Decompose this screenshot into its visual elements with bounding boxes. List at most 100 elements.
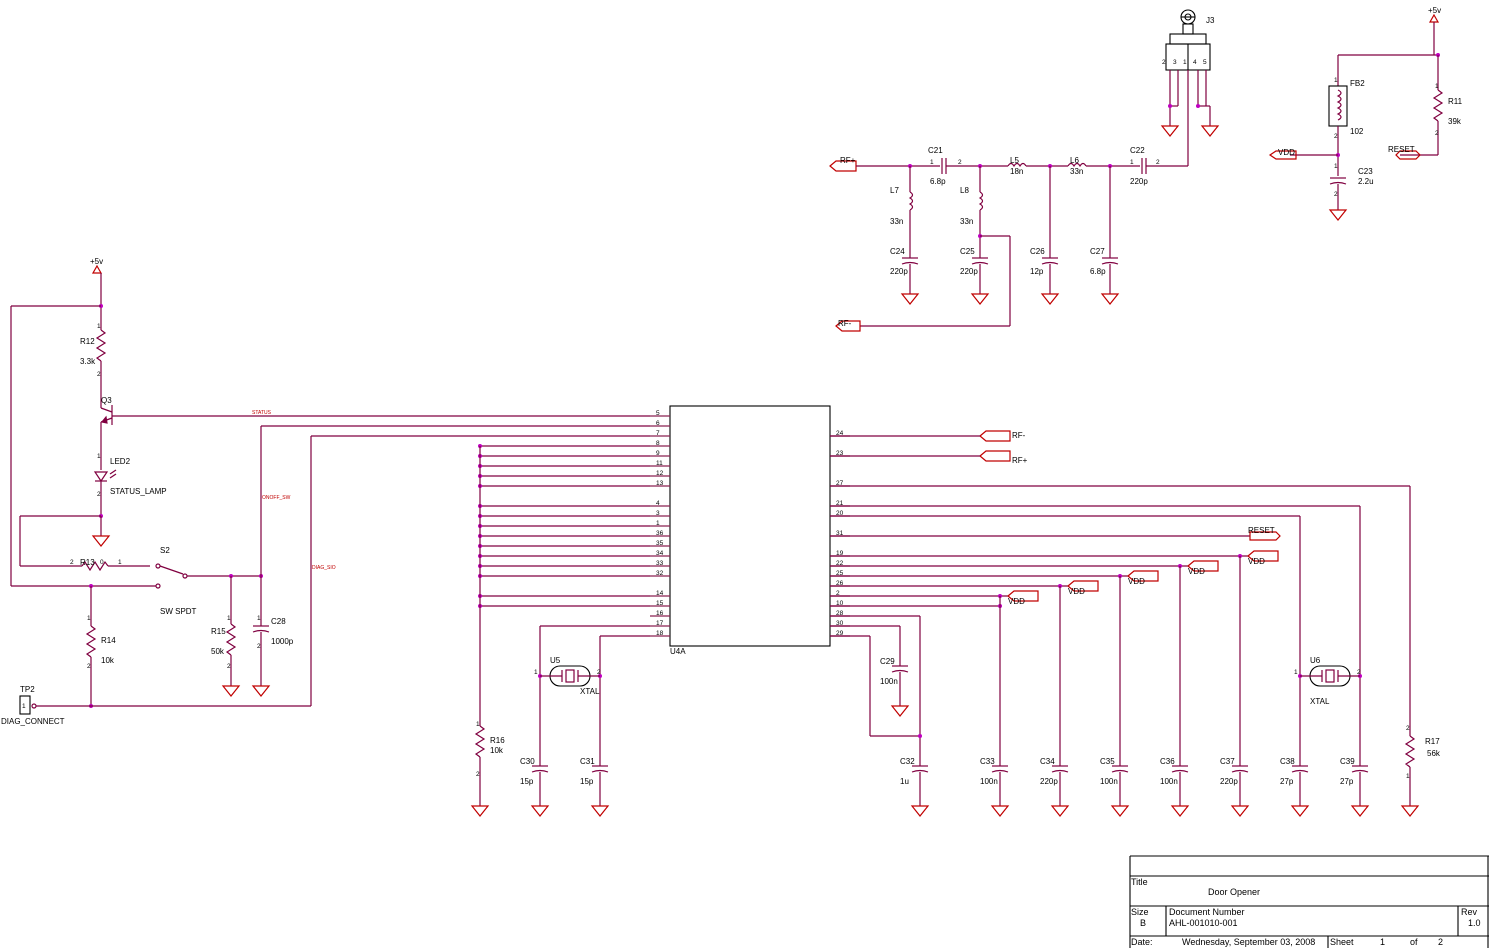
capacitor-value: 220p [1040, 777, 1058, 786]
u4a-pin-label: 7 [656, 430, 660, 437]
r14-ref: R14 [101, 636, 116, 645]
c26-ref: C26 [1030, 247, 1045, 256]
capacitor-value: 15p [520, 777, 534, 786]
r12-ref: R12 [80, 337, 95, 346]
s2-ref: S2 [160, 546, 170, 555]
q3-ref: Q3 [101, 396, 112, 405]
svg-text:2: 2 [97, 491, 101, 498]
svg-text:2: 2 [257, 643, 261, 650]
u4a-pin-label: 15 [656, 600, 664, 607]
net-status: STATUS [252, 410, 272, 416]
u4a-ref: U4A [670, 647, 686, 656]
u4a-pin-label: 31 [836, 530, 844, 537]
reset-flag: RESET [1248, 526, 1275, 535]
svg-text:1: 1 [257, 615, 261, 622]
svg-text:1: 1 [97, 323, 101, 330]
capacitor-ref: C32 [900, 757, 915, 766]
svg-text:+5v: +5v [90, 257, 103, 266]
c23-ref: C23 [1358, 167, 1373, 176]
svg-text:2: 2 [1406, 725, 1410, 732]
capacitor-value: 220p [1220, 777, 1238, 786]
ic-u4a[interactable] [669, 405, 831, 647]
sheet-total: 2 [1438, 937, 1443, 947]
led2-value: STATUS_LAMP [110, 487, 167, 496]
svg-text:2: 2 [958, 159, 962, 166]
svg-text:1: 1 [930, 159, 934, 166]
u6-ref: U6 [1310, 656, 1321, 665]
net-onoff: ONOFF_SW [262, 495, 291, 501]
u4a-pin-label: 29 [836, 630, 844, 637]
r11-value: 39k [1448, 117, 1462, 126]
size-value: B [1140, 918, 1146, 928]
svg-text:2: 2 [1357, 669, 1361, 676]
c29-value: 100n [880, 677, 898, 686]
capacitor-ref: C36 [1160, 757, 1175, 766]
capacitor-c37[interactable]: C37 220p [1220, 757, 1250, 817]
c22-ref: C22 [1130, 146, 1145, 155]
c27-value: 6.8p [1090, 267, 1106, 276]
r15-ref: R15 [211, 627, 226, 636]
connector-j3[interactable]: 2 3 1 4 5 J3 [1162, 9, 1215, 166]
c24-value: 220p [890, 267, 908, 276]
u4a-pin-label: 22 [836, 560, 844, 567]
l5-value: 18n [1010, 167, 1023, 176]
capacitor-c30[interactable]: C30 15p [520, 757, 550, 817]
u4a-pin-label: 35 [656, 540, 664, 547]
r16-value: 10k [490, 746, 504, 755]
capacitor-c34[interactable]: C34 220p [1040, 757, 1070, 817]
svg-text:2: 2 [597, 669, 601, 676]
capacitor-c39[interactable]: C39 27p [1340, 757, 1370, 817]
l7-value: 33n [890, 217, 903, 226]
reset-top-label: RESET [1388, 145, 1415, 154]
vdd-flag-1: VDD [1248, 557, 1265, 566]
fb2-ref: FB2 [1350, 79, 1365, 88]
vdd-top-label: VDD [1278, 148, 1295, 157]
svg-text:5: 5 [1203, 59, 1207, 66]
c26-value: 12p [1030, 267, 1044, 276]
svg-text:2: 2 [87, 663, 91, 670]
capacitor-ref: C34 [1040, 757, 1055, 766]
c29-ref: C29 [880, 657, 895, 666]
date-label: Date: [1131, 937, 1153, 947]
capacitor-ref: C30 [520, 757, 535, 766]
capacitor-ref: C37 [1220, 757, 1235, 766]
j3-label: J3 [1206, 16, 1215, 25]
u4a-pin-label: 28 [836, 610, 844, 617]
capacitor-value: 15p [580, 777, 594, 786]
capacitor-c32[interactable]: C32 1u [900, 757, 930, 817]
l8-value: 33n [960, 217, 973, 226]
l7-ref: L7 [890, 186, 899, 195]
docnum-label: Document Number [1169, 907, 1245, 917]
svg-text:1: 1 [97, 453, 101, 460]
vdd-flag-3: VDD [1128, 577, 1145, 586]
u4a-pin-label: 18 [656, 630, 664, 637]
l6-value: 33n [1070, 167, 1083, 176]
capacitor-ref: C39 [1340, 757, 1355, 766]
u4a-pin-label: 5 [656, 410, 660, 417]
u4a-pin-label: 19 [836, 550, 844, 557]
capacitor-value: 27p [1340, 777, 1354, 786]
power-5v-top: +5v [1428, 6, 1441, 55]
u4a-pin-label: 27 [836, 480, 844, 487]
tp2-value: DIAG_CONNECT [1, 717, 65, 726]
u4a-pin-label: 20 [836, 510, 844, 517]
svg-text:4: 4 [1193, 59, 1197, 66]
c25-ref: C25 [960, 247, 975, 256]
power-5v-left: +5v [90, 257, 103, 274]
svg-text:1: 1 [1334, 77, 1338, 84]
capacitor-value: 1u [900, 777, 909, 786]
l6-ref: L6 [1070, 156, 1079, 165]
r14-value: 10k [101, 656, 115, 665]
u4a-pin-label: 25 [836, 570, 844, 577]
c24-ref: C24 [890, 247, 905, 256]
led2-ref: LED2 [110, 457, 131, 466]
svg-text:1: 1 [1435, 83, 1439, 90]
c21-value: 6.8p [930, 177, 946, 186]
bottom-capacitors: C3015pC3115pC321uC33100nC34220pC35100nC3… [520, 757, 1370, 817]
